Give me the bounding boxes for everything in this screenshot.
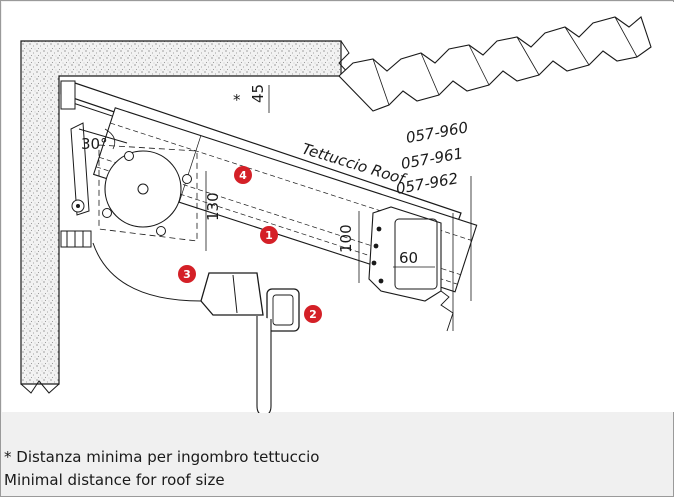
corrugated-roof	[338, 16, 652, 112]
dim-100-label: 100	[337, 224, 355, 253]
technical-drawing: * 45	[2, 2, 674, 413]
svg-text:4: 4	[239, 169, 247, 182]
motor-drum	[98, 144, 198, 242]
footnote-english: Minimal distance for roof size	[4, 471, 225, 489]
wall-break-bottom	[20, 380, 60, 394]
hinge-arm	[70, 122, 128, 216]
dim-45-label: 45	[249, 84, 267, 103]
callout-4: 4	[234, 166, 252, 184]
callout-3: 3	[178, 265, 196, 283]
svg-text:1: 1	[265, 229, 273, 242]
top-bracket	[60, 80, 76, 110]
roof-ribs	[372, 16, 638, 106]
drawing-panel: * 45	[1, 1, 674, 413]
svg-text:2: 2	[309, 308, 317, 321]
svg-text:3: 3	[183, 268, 191, 281]
callout-2: 2	[304, 305, 322, 323]
end-cap-box	[368, 206, 442, 302]
callout-1: 1	[260, 226, 278, 244]
footnote-italian: * Distanza minima per ingombro tettuccio	[4, 448, 320, 466]
dim-angle-label: 30°	[81, 135, 108, 153]
footnotes: * Distanza minima per ingombro tettuccio…	[4, 446, 319, 492]
swing-arc	[92, 242, 202, 302]
wall-break-top	[338, 40, 352, 77]
crank-handle	[200, 272, 300, 413]
dim-130-label: 130	[204, 192, 222, 221]
wall-clamp	[60, 230, 92, 248]
cassette-break	[440, 290, 454, 332]
dim-60-label: 60	[399, 249, 418, 267]
dim-45-mark: *	[233, 91, 241, 109]
